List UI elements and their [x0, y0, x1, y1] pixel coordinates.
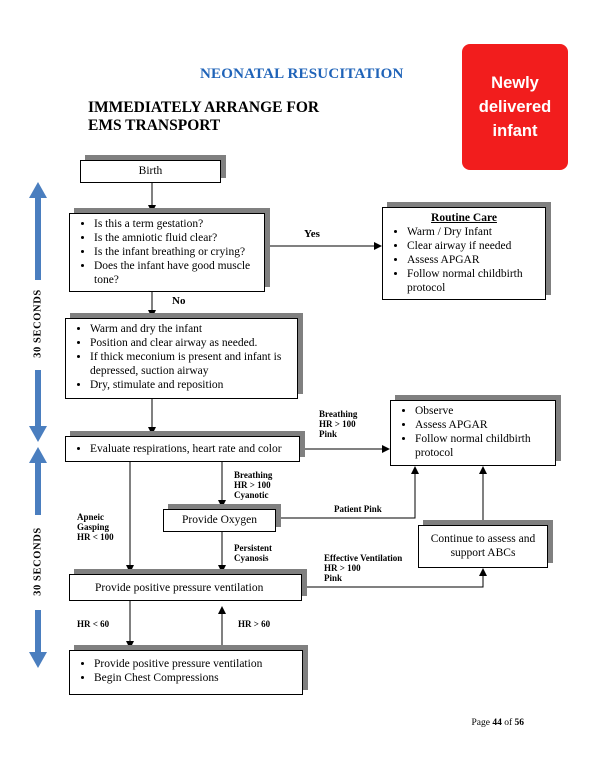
- arrow-oxygen-to-observe: [276, 466, 419, 519]
- persistent-cyanosis-line: Persistent: [234, 543, 272, 553]
- page-title: NEONATAL RESUCITATION: [200, 66, 404, 82]
- routine-care-item: Clear airway if needed: [407, 239, 541, 253]
- breathing-cyanotic-label: Breathing HR > 100 Cyanotic: [234, 470, 272, 500]
- provide-oxygen-label: Provide Oxygen: [181, 514, 258, 526]
- initial-step-item: Dry, stimulate and reposition: [90, 378, 293, 392]
- routine-care-item: Follow normal childbirth protocol: [407, 267, 541, 295]
- badge-line-2: delivered: [478, 98, 552, 116]
- effective-ventilation-line: Pink: [324, 573, 343, 583]
- page-total: 56: [514, 718, 525, 728]
- assessment-questions-box: Is this a term gestation? Is the amnioti…: [69, 213, 265, 292]
- initial-step-item: Position and clear airway as needed.: [90, 336, 293, 350]
- compressions-item: Provide positive pressure ventilation: [94, 657, 298, 671]
- transport-heading: IMMEDIATELY ARRANGE FOR EMS TRANSPORT: [88, 99, 319, 135]
- observe-box: Observe Assess APGAR Follow normal child…: [390, 400, 556, 466]
- arrow-ppv-to-continue: [302, 568, 487, 588]
- persistent-cyanosis-label: Persistent Cyanosis: [234, 543, 272, 563]
- ppv-box: Provide positive pressure ventilation: [69, 574, 302, 601]
- breathing-pink-line: HR > 100: [319, 419, 356, 429]
- hr-greater-60-label: HR > 60: [238, 619, 271, 629]
- chest-compressions-box: Provide positive pressure ventilation Be…: [69, 650, 303, 695]
- breathing-pink-label: Breathing HR > 100 Pink: [319, 409, 357, 439]
- question-item: Is the infant breathing or crying?: [94, 245, 260, 259]
- question-item: Is the amniotic fluid clear?: [94, 231, 260, 245]
- page-current: 44: [492, 718, 502, 728]
- continue-assess-box: Continue to assess and support ABCs: [418, 525, 548, 568]
- no-label: No: [172, 295, 186, 307]
- patient-pink-label: Patient Pink: [334, 504, 382, 514]
- page-prefix: Page: [471, 718, 493, 728]
- evaluate-box: Evaluate respirations, heart rate and co…: [65, 436, 300, 462]
- heading-line-2: EMS TRANSPORT: [88, 117, 221, 134]
- routine-care-box: Routine Care Warm / Dry Infant Clear air…: [382, 207, 546, 300]
- evaluate-item: Evaluate respirations, heart rate and co…: [90, 442, 295, 456]
- page-number: Page 44 of 56: [471, 718, 524, 728]
- routine-care-title: Routine Care: [431, 212, 497, 224]
- initial-steps-box: Warm and dry the infant Position and cle…: [65, 318, 298, 399]
- breathing-cyanotic-line: Breathing: [234, 470, 273, 480]
- initial-step-item: If thick meconium is present and infant …: [90, 350, 293, 378]
- breathing-pink-line: Breathing: [319, 409, 358, 419]
- compressions-item: Begin Chest Compressions: [94, 671, 298, 685]
- breathing-cyanotic-line: Cyanotic: [234, 490, 269, 500]
- observe-item: Observe: [415, 404, 551, 418]
- observe-item: Assess APGAR: [415, 418, 551, 432]
- apneic-line: Apneic: [77, 512, 104, 522]
- observe-item: Follow normal childbirth protocol: [415, 432, 551, 460]
- side-label-30-seconds-lower: 30 SECONDS: [32, 527, 44, 596]
- side-label-gap-lower: [28, 515, 48, 610]
- routine-care-item: Assess APGAR: [407, 253, 541, 267]
- effective-ventilation-line: Effective Ventilation: [324, 553, 403, 563]
- apneic-label: Apneic Gasping HR < 100: [77, 512, 114, 542]
- birth-label: Birth: [138, 165, 163, 177]
- routine-care-item: Warm / Dry Infant: [407, 225, 541, 239]
- hr-less-60-label: HR < 60: [77, 619, 110, 629]
- badge-line-3: infant: [492, 122, 538, 140]
- breathing-pink-line: Pink: [319, 429, 338, 439]
- breathing-cyanotic-line: HR > 100: [234, 480, 271, 490]
- yes-label: Yes: [304, 228, 320, 240]
- newly-delivered-badge: Newly delivered infant: [462, 44, 568, 170]
- badge-line-1: Newly: [491, 74, 539, 92]
- provide-oxygen-box: Provide Oxygen: [163, 509, 276, 532]
- continue-assess-label: Continue to assess and support ABCs: [430, 533, 536, 559]
- ppv-label: Provide positive pressure ventilation: [95, 582, 264, 594]
- apneic-line: HR < 100: [77, 532, 114, 542]
- question-item: Does the infant have good muscle tone?: [94, 259, 260, 287]
- apneic-line: Gasping: [77, 522, 110, 532]
- heading-line-1: IMMEDIATELY ARRANGE FOR: [88, 99, 320, 116]
- side-label-30-seconds-upper: 30 SECONDS: [32, 289, 44, 358]
- question-item: Is this a term gestation?: [94, 217, 260, 231]
- effective-ventilation-label: Effective Ventilation HR > 100 Pink: [324, 553, 402, 583]
- persistent-cyanosis-line: Cyanosis: [234, 553, 269, 563]
- effective-ventilation-line: HR > 100: [324, 563, 361, 573]
- side-label-gap-upper: [28, 280, 48, 370]
- birth-box: Birth: [80, 160, 221, 183]
- initial-step-item: Warm and dry the infant: [90, 322, 293, 336]
- page-of: of: [501, 718, 515, 728]
